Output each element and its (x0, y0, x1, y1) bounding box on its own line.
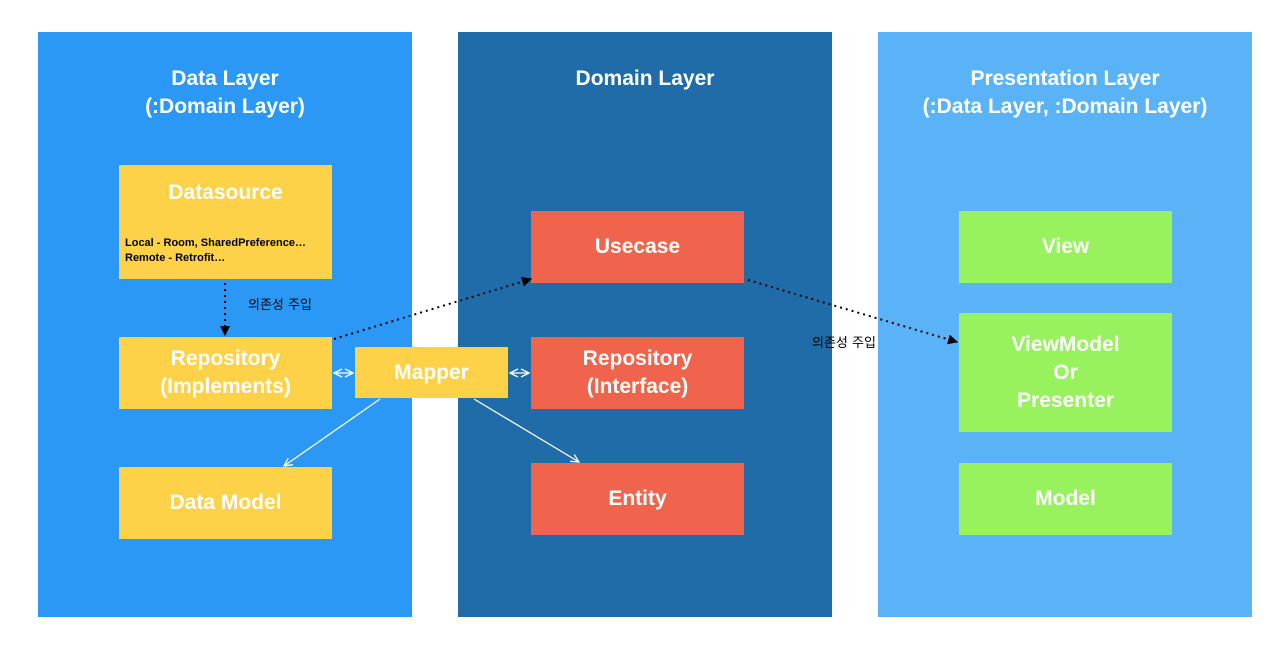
dependency-injection-label-left: 의존성 주입 (248, 298, 312, 313)
viewmodel-box: ViewModel Or Presenter (959, 313, 1172, 432)
repository-interface-line1: Repository (582, 347, 693, 370)
entity-box: Entity (531, 463, 744, 535)
model-box: Model (959, 463, 1172, 535)
viewmodel-line2: Or (1053, 360, 1078, 384)
repository-implements-line1: Repository (170, 347, 281, 370)
repository-implements-line2: (Implements) (160, 375, 291, 398)
repository-to-usecase-arrow (333, 276, 532, 340)
viewmodel-line3: Presenter (1017, 388, 1114, 412)
domain-layer-title: Domain Layer (575, 67, 715, 90)
mapper-to-entity-arrow (473, 398, 579, 462)
data-layer-title: Data Layer (:Domain Layer) (38, 65, 412, 121)
mapper-to-data-model-arrow (284, 398, 381, 466)
repository-implements-box: Repository (Implements) (119, 337, 332, 409)
dependency-injection-label-right: 의존성 주입 (812, 336, 876, 351)
data-layer-title-line1: Data Layer (171, 67, 279, 90)
repository-interface-line2: (Interface) (586, 375, 689, 398)
datasource-title: Datasource (168, 181, 283, 204)
usecase-box: Usecase (531, 211, 744, 283)
mapper-box: Mapper (355, 347, 508, 398)
data-model-box: Data Model (119, 467, 332, 539)
datasource-box: Datasource Local - Room, SharedPreferenc… (119, 165, 332, 279)
view-box: View (959, 211, 1172, 283)
datasource-detail-remote: Remote - Retrofit… (125, 252, 226, 264)
datasource-detail-local: Local - Room, SharedPreference… (125, 237, 306, 249)
usecase-to-viewmodel-arrow (747, 279, 958, 345)
viewmodel-line1: ViewModel (1011, 332, 1120, 356)
presentation-layer-title-line1: Presentation Layer (970, 67, 1160, 90)
presentation-layer-title-line2: (:Data Layer, :Domain Layer) (922, 95, 1208, 118)
data-layer-title-line2: (:Domain Layer) (145, 95, 305, 118)
repository-interface-box: Repository (Interface) (531, 337, 744, 409)
presentation-layer-title: Presentation Layer (:Data Layer, :Domain… (878, 65, 1252, 121)
